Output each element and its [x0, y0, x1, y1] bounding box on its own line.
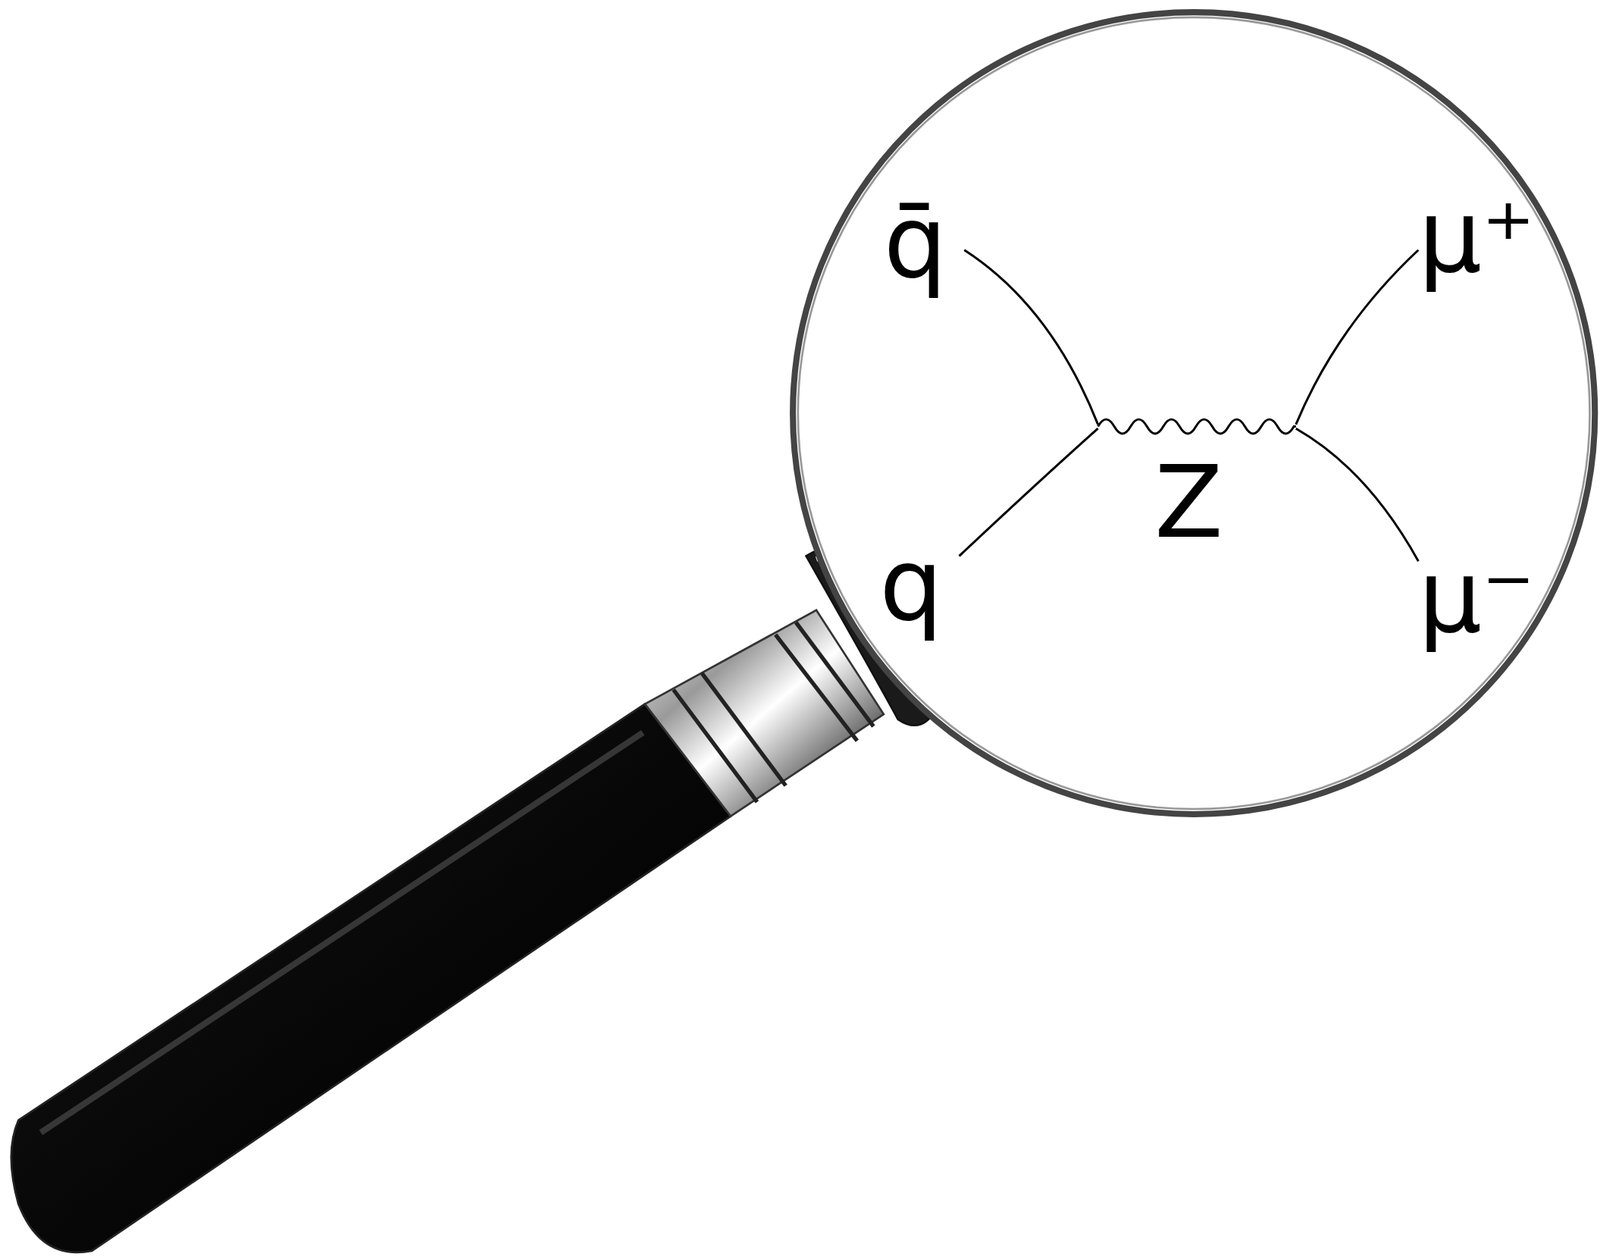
antiquark-line [964, 250, 1098, 425]
handle-highlight [40, 732, 643, 1133]
collar-rings [673, 622, 874, 802]
lens-ring [792, 12, 1595, 815]
z-boson-wave [1098, 419, 1297, 434]
muon-minus-label: μ⁻ [1418, 546, 1535, 647]
quark-label: q [879, 535, 943, 636]
muon-minus-line [1296, 428, 1419, 561]
muon-plus-label: μ⁺ [1418, 186, 1535, 287]
z-boson-label: Z [1154, 451, 1223, 552]
muon-plus-line [1296, 250, 1419, 425]
magnifier-collar [645, 610, 884, 817]
magnifier-handle [11, 704, 731, 1253]
feynman-lines [959, 250, 1419, 561]
quark-line [959, 428, 1099, 556]
antiquark-label: q̄ [883, 192, 948, 293]
lens-ring-inner [798, 17, 1591, 809]
